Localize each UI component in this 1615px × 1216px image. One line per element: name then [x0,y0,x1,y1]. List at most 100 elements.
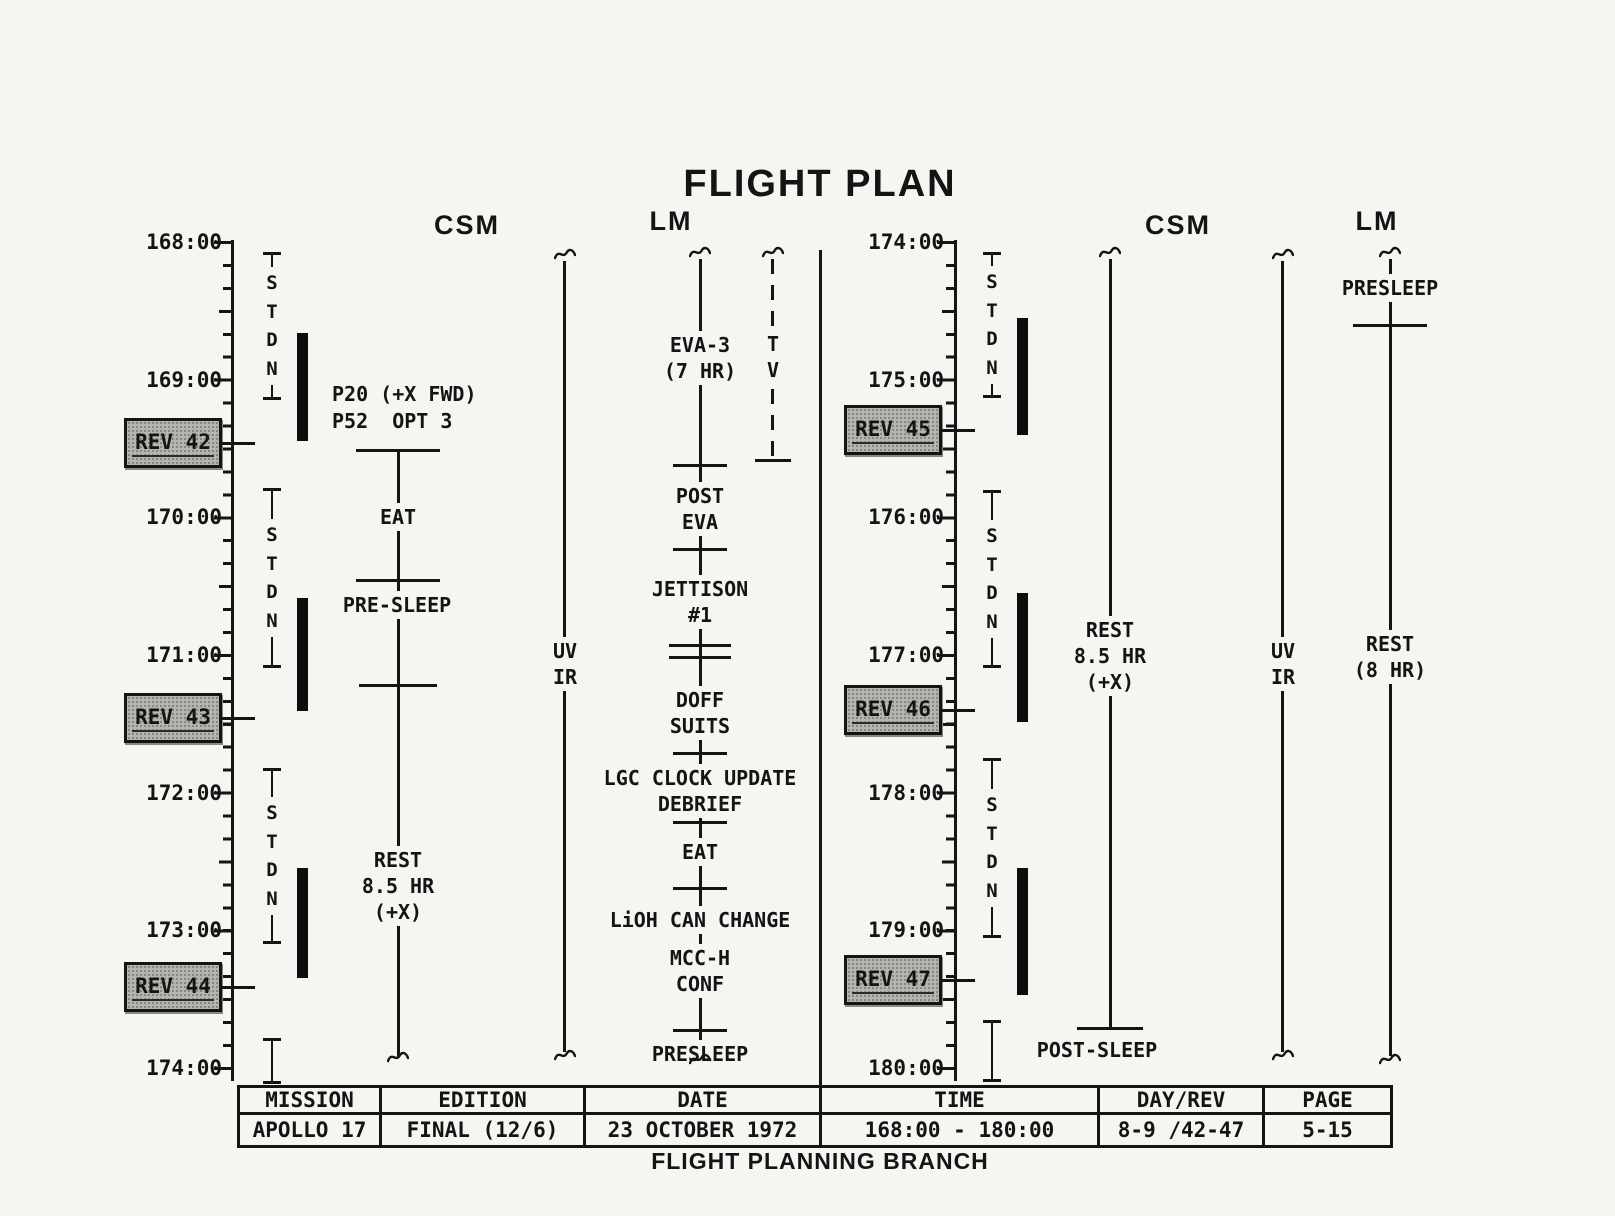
time-label: 174:00 [868,230,944,254]
table-header-page: PAGE [1265,1088,1390,1115]
stdn-coverage-bracket-partial [263,1038,281,1084]
line-break-hook-icon [1099,246,1121,258]
line-break-hook-icon [554,248,576,260]
timeline-tick [755,459,791,462]
lm-activity-mcc-h-conf: MCC-H CONF [663,944,737,998]
rev-badge: REV 46 [844,685,975,735]
lm-activity-eva3: EVA-3 (7 HR) [657,331,743,385]
time-label: 174:00 [146,1056,222,1080]
timeline-tick [359,684,437,687]
time-label: 171:00 [146,643,222,667]
timeline-tick [669,656,731,659]
time-ruler-left [231,240,234,1081]
timeline-tick [356,579,440,582]
footer-branch-label: FLIGHT PLANNING BRANCH [651,1148,989,1174]
csm-activity-rest: REST 8.5 HR (+X) [1067,616,1153,696]
timeline-tick [1077,1027,1143,1030]
csm-activity-post-sleep: POST-SLEEP [1030,1036,1164,1064]
stdn-coverage-bracket: S T D N [983,490,1001,668]
stdn-label: S T D N [264,267,280,385]
time-label: 179:00 [868,918,944,942]
time-label: 180:00 [868,1056,944,1080]
line-break-hook-icon [1272,1049,1294,1061]
station-coverage-bar [1017,318,1028,435]
timeline-tick [356,449,440,452]
stdn-label: S T D N [984,789,1000,907]
rev-badge-label: REV 43 [132,705,214,732]
lm-activity-presleep: PRESLEEP [645,1040,755,1068]
line-break-hook-icon [1379,1053,1401,1065]
line-break-hook-icon [554,1049,576,1061]
stdn-coverage-bracket: S T D N [263,488,281,668]
stdn-coverage-bracket-partial [983,1020,1001,1082]
table-header-edition: EDITION [382,1088,586,1115]
page-title: FLIGHT PLAN [683,163,957,205]
timeline-tick [1353,324,1427,327]
lm-column-header-right: LM [1355,206,1399,236]
lm-activity-post-eva: POST EVA [669,482,731,536]
table-header-day-rev: DAY/REV [1100,1088,1265,1115]
rev-badge-label: REV 45 [852,417,934,444]
rev-badge-label: REV 46 [852,697,934,724]
station-coverage-bar [297,598,308,711]
line-break-hook-icon [689,246,711,258]
rev-badge-label: REV 42 [132,430,214,457]
time-label: 178:00 [868,781,944,805]
rev-badge: REV 42 [124,418,255,468]
lm-column-header-left: LM [649,206,693,236]
time-label: 172:00 [146,781,222,805]
time-label: 170:00 [146,505,222,529]
timeline-tick [669,644,731,647]
csm-activity-p20-p52: P20 (+X FWD) P52 OPT 3 [332,382,477,433]
timeline-tick [673,821,727,824]
csm-timeline-left [397,450,400,1057]
stdn-label: S T D N [984,266,1000,384]
stdn-label: S T D N [264,797,280,915]
rev-badge: REV 43 [124,693,255,743]
table-value-time: 168:00 - 180:00 [822,1115,1100,1145]
time-label: 169:00 [146,368,222,392]
csm-column-header-left: CSM [434,210,500,240]
time-ruler-right [954,240,957,1081]
station-coverage-bar [297,868,308,978]
timeline-tick [673,752,727,755]
time-label: 177:00 [868,643,944,667]
mission-info-table: MISSION EDITION DATE TIME DAY/REV PAGE A… [237,1085,1393,1148]
stdn-coverage-bracket: S T D N [263,768,281,944]
line-break-hook-icon [689,1053,711,1065]
table-value-day-rev: 8-9 /42-47 [1100,1115,1265,1145]
csm-column-header-right: CSM [1145,210,1211,240]
timeline-tick [673,464,727,467]
line-break-hook-icon [1379,246,1401,258]
time-label: 175:00 [868,368,944,392]
timeline-tick [673,887,727,890]
rev-badge-label: REV 44 [132,974,214,1001]
lm-activity-eat: EAT [675,838,725,866]
stdn-coverage-bracket: S T D N [263,252,281,400]
uv-ir-label: UV IR [1264,637,1302,691]
stdn-label: S T D N [984,520,1000,638]
rev-badge-label: REV 47 [852,967,934,994]
stdn-label: S T D N [264,519,280,637]
lm-activity-jettison: JETTISON #1 [645,575,755,629]
csm-activity-pre-sleep: PRE-SLEEP [336,591,458,619]
table-header-time: TIME [822,1088,1100,1115]
time-label: 168:00 [146,230,222,254]
timeline-tick [673,548,727,551]
stdn-coverage-bracket: S T D N [983,758,1001,938]
lm-activity-rest: REST (8 HR) [1347,630,1433,684]
station-coverage-bar [1017,868,1028,995]
lm-activity-lgc-clock-update: LGC CLOCK UPDATE DEBRIEF [597,764,803,818]
tv-label: T V [760,330,786,384]
table-header-date: DATE [586,1088,822,1115]
uv-ir-label: UV IR [546,637,584,691]
station-coverage-bar [297,333,308,441]
line-break-hook-icon [762,246,784,258]
station-coverage-bar [1017,593,1028,722]
table-value-edition: FINAL (12/6) [382,1115,586,1145]
rev-badge: REV 44 [124,962,255,1012]
csm-activity-eat: EAT [373,503,423,531]
panel-divider [819,250,822,1085]
lm-activity-lioh-can-change: LiOH CAN CHANGE [603,906,797,934]
